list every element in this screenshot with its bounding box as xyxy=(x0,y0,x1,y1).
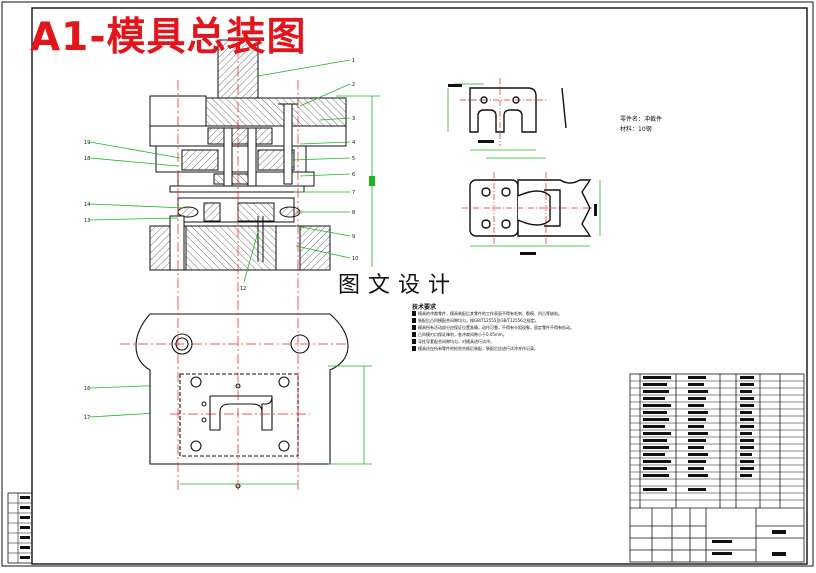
section-centerlines xyxy=(177,30,299,300)
notes-title: 技术要求 xyxy=(412,304,437,311)
note-line: 凸凹模刃口保证锋利，各冲裁间隙小于0.05mm。 xyxy=(412,331,617,338)
callout-number: 13 xyxy=(84,218,90,224)
callout-number: 8 xyxy=(352,210,355,216)
callout-number: 2 xyxy=(352,82,355,88)
detail-centerlines xyxy=(460,78,596,246)
callout-number: 9 xyxy=(352,234,355,240)
callout-number: 1 xyxy=(352,58,355,64)
note-line: 模具的冲裁零件，模具装配后其零件的工作表面不得有毛刺、裂痕、凹凸等缺陷。 xyxy=(412,310,617,317)
callout-number: 17 xyxy=(84,415,90,421)
title-block xyxy=(629,373,805,563)
dimension-tag xyxy=(369,176,375,186)
note-line: 装配后凸凹模配合间隙均匀，按GB/T12555及GB/T12556之规定。 xyxy=(412,317,617,324)
drawing-title: A1-模具总装图 xyxy=(30,15,307,60)
note-line: 模具应在所有零件的检验合格后装配，装配后应进行试冲并作记录。 xyxy=(412,345,617,352)
callout-number: 7 xyxy=(352,190,355,196)
callout-number: 19 xyxy=(84,140,90,146)
technical-notes: 技术要求 模具的冲裁零件，模具装配后其零件的工作表面不得有毛刺、裂痕、凹凸等缺陷… xyxy=(412,302,617,352)
workpiece-material: 材料：10钢 xyxy=(620,126,652,133)
callout-number: 14 xyxy=(84,202,90,208)
callout-number: 3 xyxy=(352,116,355,122)
parts-list-filled-cells xyxy=(643,376,786,556)
section-view xyxy=(149,39,347,271)
watermark-text: 图文设计 xyxy=(334,267,463,299)
plan-centerlines xyxy=(120,300,346,490)
note-line: 导柱导套配合间隙均匀，对模具进行试冲。 xyxy=(412,338,617,345)
workpiece-name: 零件名：冲裁件 xyxy=(620,116,663,123)
plan-view xyxy=(135,313,349,489)
detail-dimension-text xyxy=(448,84,597,255)
parts-list-rows xyxy=(630,380,804,501)
callout-number: 10 xyxy=(352,256,358,262)
callout-number: 18 xyxy=(84,156,90,162)
callout-number: 16 xyxy=(84,386,90,392)
plan-dimensions xyxy=(180,365,372,485)
callout-number: 6 xyxy=(352,172,355,178)
note-line: 模具所有活动部分应保证位置准确，动作可靠，不得有卡阻现象，固定零件不得有松动。 xyxy=(412,324,617,331)
callout-number: 5 xyxy=(352,156,355,162)
callout-number: 12 xyxy=(240,286,246,292)
callout-number: 4 xyxy=(352,140,355,146)
